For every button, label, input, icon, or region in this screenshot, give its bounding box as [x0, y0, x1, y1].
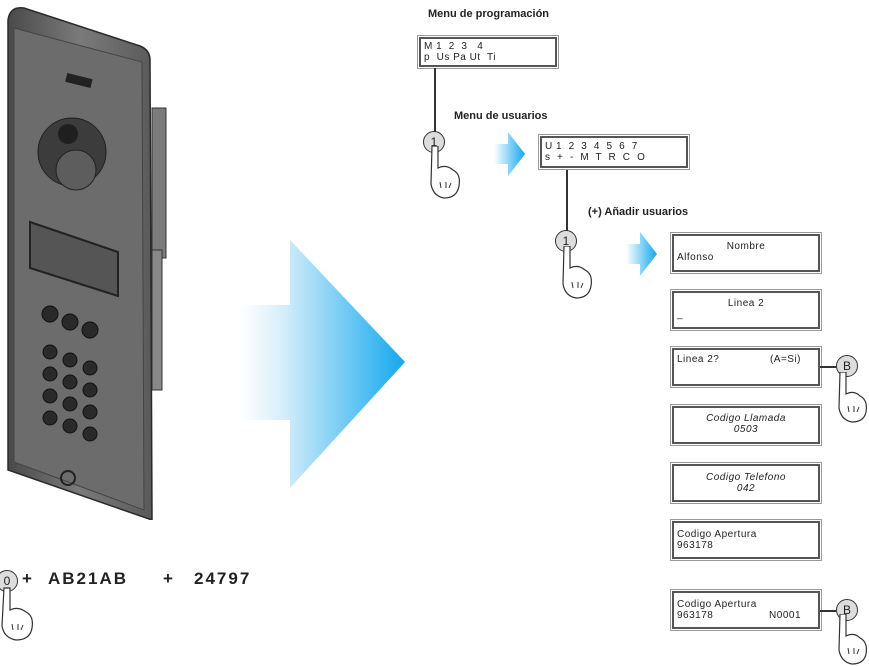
phone-code-screen: Codigo Telefono 042 [670, 462, 822, 504]
sequence-code-1: AB21AB [48, 569, 129, 588]
sequence-plus-2: + [163, 569, 175, 588]
right-arrow-icon [494, 132, 525, 176]
line2-confirm-screen: Linea 2? (A=Si) [670, 346, 822, 388]
add-users-title: (+) Añadir usuarios [588, 206, 689, 218]
open-code-final-screen: Codigo Apertura 963178 N0001 [670, 589, 822, 631]
sequence-code-2: 24797 [194, 569, 252, 588]
user-menu-title: Menu de usuarios [454, 110, 548, 122]
call-code-screen: Codigo Llamada 0503 [670, 404, 822, 446]
name-screen: Nombre Alfonso [670, 232, 822, 274]
keypad-icon [41, 305, 99, 442]
main-menu-screen: M 1 2 3 4 p Us Pa Ut Ti [417, 35, 559, 69]
door-panel-illustration [7, 7, 167, 520]
finger-press-icon [1, 587, 33, 641]
finger-press-icon [838, 614, 867, 665]
sequence-plus-1: + [22, 569, 34, 588]
right-arrow-icon [626, 232, 657, 276]
programming-menu-title: Menu de programación [428, 8, 550, 20]
finger-press-icon [562, 246, 592, 299]
line2-screen: Linea 2 _ [670, 289, 822, 331]
finger-press-icon [430, 146, 460, 199]
finger-press-icon [838, 372, 867, 423]
user-menu-screen: U 1 2 3 4 5 6 7 s + - M T R C O [538, 134, 690, 170]
open-code-screen: Codigo Apertura 963178 [670, 519, 822, 561]
big-right-arrow-icon [240, 240, 405, 488]
